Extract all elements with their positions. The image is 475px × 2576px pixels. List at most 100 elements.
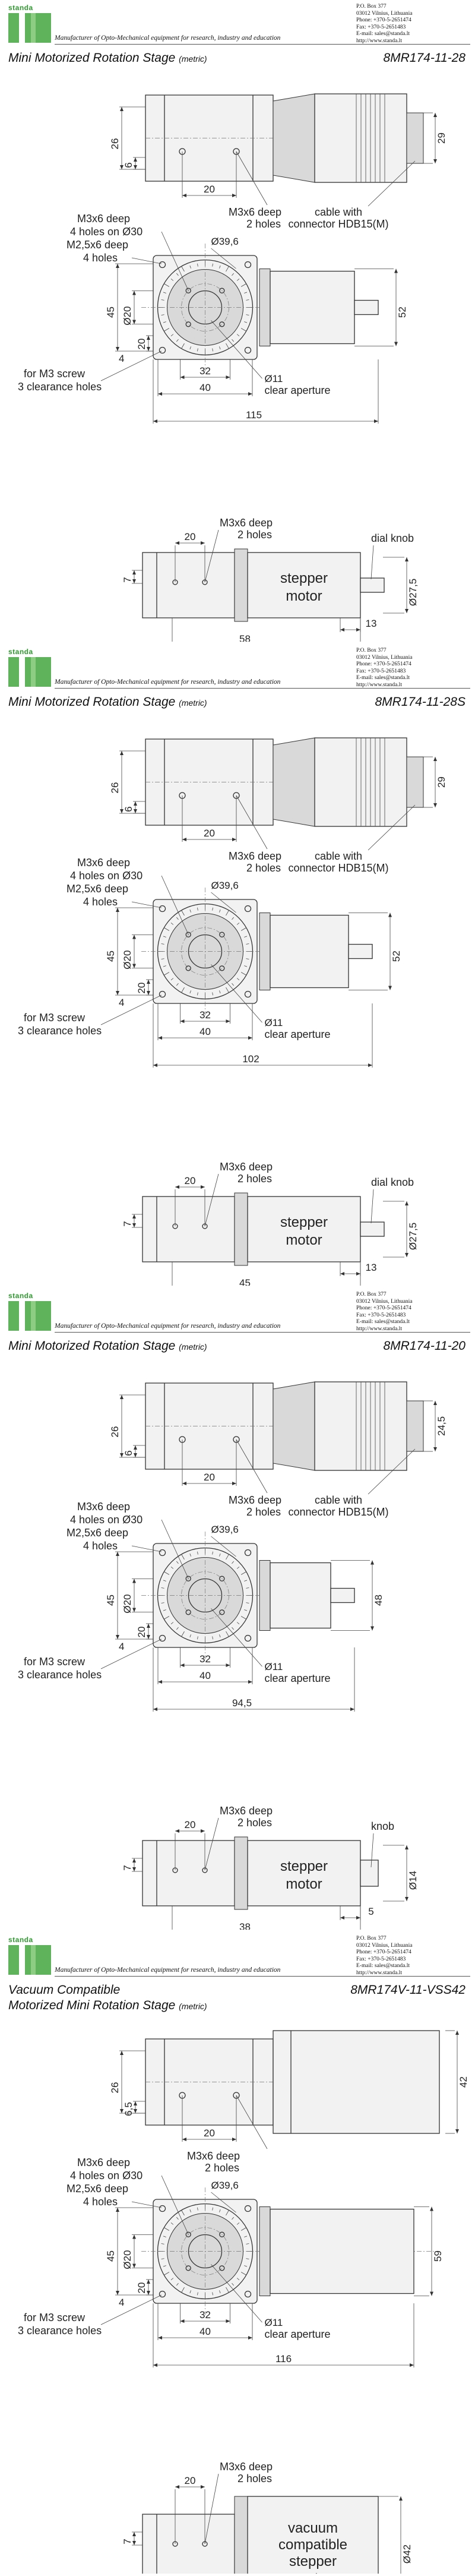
scale-tick xyxy=(181,343,185,349)
dim-motor-height-value: 52 xyxy=(397,307,408,318)
mount-note: 4 holes xyxy=(83,252,118,264)
contact-line: Fax: +370-5-2651483 xyxy=(356,1312,406,1318)
dim-hole-offset-value: 20 xyxy=(136,1627,147,1638)
clearance-note: 3 clearance holes xyxy=(18,1025,102,1037)
scale-tick xyxy=(226,1554,229,1560)
scale-tick xyxy=(219,990,221,994)
scale-tick xyxy=(244,1609,248,1611)
dim-height-top-value: 26 xyxy=(109,1426,121,1438)
hole-note: M3x6 deep xyxy=(220,517,273,529)
motor-label: compatible xyxy=(278,2537,347,2553)
connector xyxy=(406,756,424,808)
header-rule xyxy=(55,44,470,45)
mount-note: M3x6 deep xyxy=(77,213,130,225)
manufacturer-tagline: Manufacturer of Opto-Mechanical equipmen… xyxy=(55,34,281,42)
scale-tick xyxy=(240,1616,246,1620)
clearance-note: for M3 screw xyxy=(24,1012,86,1024)
clearance-note: 3 clearance holes xyxy=(18,2325,102,2337)
scale-tick xyxy=(161,299,164,301)
clearance-leader xyxy=(100,995,162,1025)
dim-32-value: 32 xyxy=(200,1009,211,1021)
mount-leader xyxy=(131,901,162,908)
connector xyxy=(406,112,424,164)
dim-offset-top-arrows xyxy=(134,157,137,169)
stepper-motor-side xyxy=(247,552,361,618)
contact-line[interactable]: http://www.standa.lt xyxy=(356,37,402,44)
mount-note: M2,5x6 deep xyxy=(66,2183,128,2195)
contact-line: E-mail: sales@standa.lt xyxy=(356,1963,410,1969)
contact-line: P.O. Box 377 xyxy=(356,1292,387,1298)
title-suffix: (metric) xyxy=(179,698,207,708)
contact-line: Fax: +370-5-2651483 xyxy=(356,24,406,30)
scale-tick xyxy=(170,278,174,281)
table-hole xyxy=(219,288,225,293)
dim-hole-offset-value: 20 xyxy=(136,983,147,994)
motor-label: stepper xyxy=(280,1858,328,1874)
hole-leader xyxy=(204,1817,219,1871)
dim-knob-diameter-value: Ø27,5 xyxy=(407,1223,419,1250)
aperture-leader xyxy=(211,320,262,379)
scale-tick xyxy=(197,1551,198,1555)
contact-line[interactable]: http://www.standa.lt xyxy=(356,681,402,688)
mount-leader xyxy=(161,875,189,935)
contact-line: P.O. Box 377 xyxy=(356,1936,387,1942)
plate-hole xyxy=(244,346,252,354)
mount-note: 4 holes xyxy=(83,1540,118,1552)
motor-body-top xyxy=(314,93,407,183)
stepper-motor-front xyxy=(270,1562,331,1629)
scale-tick xyxy=(164,328,170,332)
scale-tick xyxy=(189,2290,191,2294)
scale-tick xyxy=(236,2222,240,2225)
dim-hole-height-side-arrows xyxy=(132,1214,136,1227)
plate-hole xyxy=(244,905,252,913)
dim-edge: 4 xyxy=(119,997,124,1008)
scale-tick xyxy=(240,2272,246,2275)
hole-note: 2 holes xyxy=(238,529,272,541)
dim-offset-top-arrows xyxy=(134,2101,137,2113)
hole-note: M3x6 deep xyxy=(229,206,281,218)
motor-flange xyxy=(234,1836,248,1910)
scale-tick xyxy=(189,1553,191,1557)
scale-tick xyxy=(232,1561,235,1564)
dim-motor-height-value: 52 xyxy=(391,951,402,962)
logo-mark xyxy=(8,657,51,687)
contact-line[interactable]: http://www.standa.lt xyxy=(356,1325,402,1332)
scale-tick xyxy=(240,1571,246,1575)
scale-tick xyxy=(232,339,235,342)
contact-line: Phone: +370-5-2651474 xyxy=(356,661,411,667)
aperture-note: clear aperture xyxy=(265,1028,331,1040)
logo-word: standa xyxy=(8,4,33,12)
scale-tick xyxy=(232,273,235,276)
motor-flange xyxy=(234,1192,248,1266)
stepper-motor-side xyxy=(247,1840,361,1906)
knob-note: knob xyxy=(371,1820,394,1832)
table-hole xyxy=(219,932,225,937)
table-hole xyxy=(219,1576,225,1581)
contact-line: P.O. Box 377 xyxy=(356,4,387,10)
motor-label: motor xyxy=(286,1232,322,1248)
scale-tick xyxy=(236,1622,240,1625)
scale-tick xyxy=(232,2283,235,2286)
motor-flange xyxy=(259,913,271,990)
contact-line[interactable]: http://www.standa.lt xyxy=(356,1969,402,1976)
dim-width-top-value: 24,5 xyxy=(436,1416,447,1436)
knob-leader xyxy=(370,1189,374,1224)
scale-tick xyxy=(226,266,229,272)
scale-tick xyxy=(246,2243,249,2244)
mount-note: M3x6 deep xyxy=(77,857,130,869)
scale-tick xyxy=(197,348,198,352)
scale-tick xyxy=(244,936,248,937)
scale-tick xyxy=(176,2283,179,2286)
scale-tick xyxy=(163,936,166,937)
diameter-leader xyxy=(211,1536,236,1557)
table-hole xyxy=(185,965,191,971)
motor-flange xyxy=(259,2206,271,2296)
motor-label: motor xyxy=(286,588,322,604)
standa-logo: standa xyxy=(8,1936,51,1975)
scale-tick xyxy=(219,2290,221,2294)
dim-aperture-circle-arrows xyxy=(132,1579,136,1612)
dim-hole-spacing-side-value: 20 xyxy=(185,1819,196,1830)
